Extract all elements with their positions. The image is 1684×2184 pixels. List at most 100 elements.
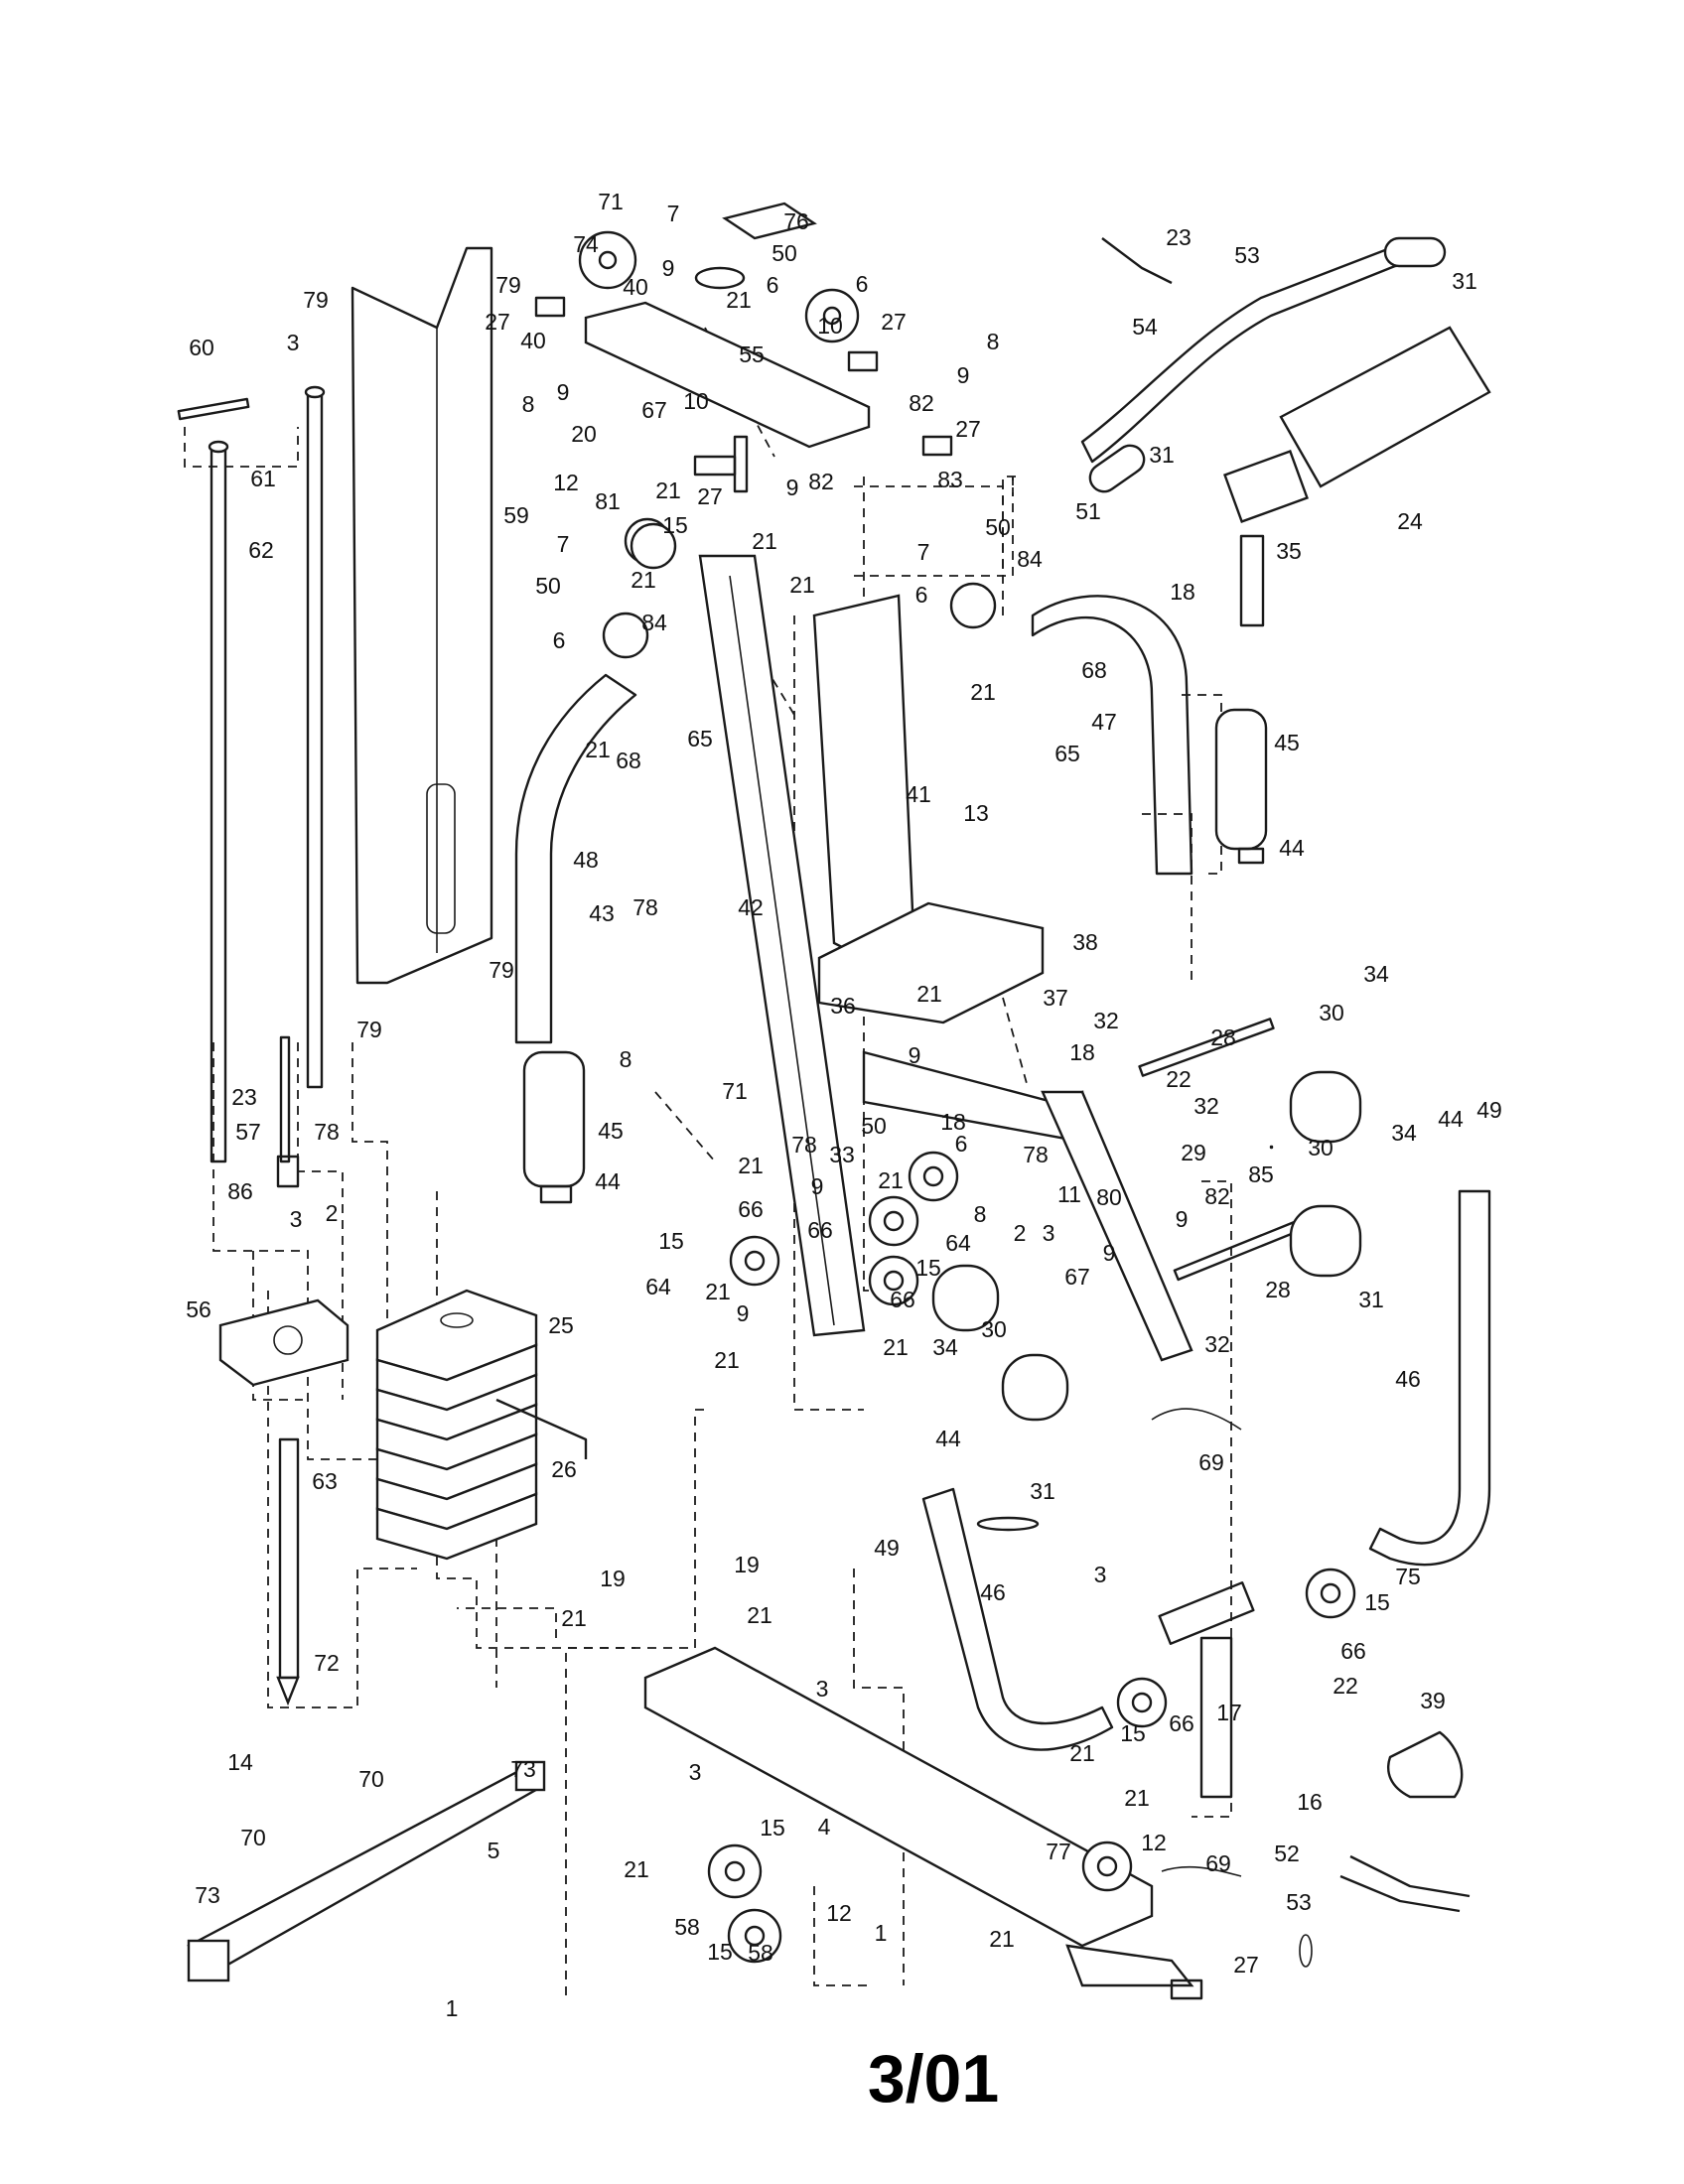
part-callout-83: 83: [937, 467, 963, 492]
part-callout-59: 59: [503, 502, 529, 528]
part-callout-8: 8: [522, 391, 535, 417]
part-callout-38: 38: [1072, 929, 1098, 955]
part-callout-6: 6: [915, 582, 928, 608]
part-callout-18: 18: [1170, 579, 1195, 605]
guide-rods: [177, 385, 326, 1163]
part-callout-12: 12: [826, 1900, 852, 1926]
weight-shroud: [351, 246, 493, 985]
part-callout-21: 21: [1069, 1740, 1095, 1766]
part-callout-82: 82: [808, 469, 834, 494]
part-callout-21: 21: [631, 567, 656, 593]
part-callout-10: 10: [817, 313, 843, 339]
part-callout-32: 32: [1093, 1008, 1119, 1033]
preacher-pad: [1223, 326, 1491, 627]
part-callout-73: 73: [195, 1882, 220, 1908]
left-press-arm: [514, 612, 649, 1204]
part-callout-21: 21: [561, 1605, 587, 1631]
part-callout-21: 21: [747, 1602, 772, 1628]
part-callout-34: 34: [1363, 961, 1389, 987]
part-callout-8: 8: [987, 329, 1000, 354]
part-callout-8: 8: [974, 1201, 987, 1227]
part-callout-15: 15: [658, 1228, 684, 1254]
part-callout-27: 27: [955, 416, 981, 442]
part-callout-44: 44: [595, 1168, 621, 1194]
part-callout-40: 40: [520, 328, 546, 353]
part-callout-21: 21: [916, 981, 942, 1007]
part-callout-55: 55: [739, 341, 765, 367]
part-callout-4: 4: [818, 1814, 831, 1840]
part-callout-53: 53: [1234, 242, 1260, 268]
part-callout-78: 78: [632, 894, 658, 920]
part-callout-49: 49: [874, 1535, 900, 1561]
part-callout-13: 13: [963, 800, 989, 826]
part-callout-46: 46: [980, 1579, 1006, 1605]
part-callout-62: 62: [248, 537, 274, 563]
part-callout-17: 17: [1216, 1700, 1242, 1725]
part-callout-73: 73: [510, 1756, 536, 1782]
part-callout-3: 3: [287, 330, 300, 355]
part-callout-8: 8: [620, 1046, 632, 1072]
part-callout-64: 64: [945, 1230, 971, 1256]
part-callout-65: 65: [1054, 741, 1080, 766]
part-callout-34: 34: [1391, 1120, 1417, 1146]
part-callout-7: 7: [917, 539, 930, 565]
part-callout-65: 65: [687, 726, 713, 751]
part-callout-12: 12: [553, 470, 579, 495]
part-callout-82: 82: [909, 390, 934, 416]
part-callout-22: 22: [1333, 1673, 1358, 1699]
part-callout-37: 37: [1043, 985, 1068, 1011]
part-callout-32: 32: [1204, 1331, 1230, 1357]
part-callout-6: 6: [856, 271, 869, 297]
back-pad: [812, 594, 915, 955]
part-callout-46: 46: [1395, 1366, 1421, 1392]
part-callout-36: 36: [830, 993, 856, 1019]
part-callout-21: 21: [989, 1926, 1015, 1952]
part-callout-69: 69: [1198, 1449, 1224, 1475]
part-callout-69: 69: [1205, 1850, 1231, 1876]
part-callout-30: 30: [1308, 1135, 1333, 1160]
part-callout-9: 9: [1103, 1240, 1116, 1266]
part-callout-31: 31: [1030, 1478, 1055, 1504]
part-callout-50: 50: [772, 240, 797, 266]
part-callout-9: 9: [662, 255, 675, 281]
part-callout-40: 40: [623, 274, 648, 300]
part-callout-84: 84: [641, 610, 667, 635]
part-callout-54: 54: [1132, 314, 1158, 340]
part-callout-44: 44: [1438, 1106, 1464, 1132]
part-callout-78: 78: [314, 1119, 340, 1145]
page-code: 3/01: [867, 2041, 1000, 2116]
part-callout-10: 10: [683, 388, 709, 414]
part-callout-84: 84: [1017, 546, 1043, 572]
part-callout-50: 50: [535, 573, 561, 599]
part-callout-6: 6: [553, 627, 566, 653]
part-callout-21: 21: [624, 1856, 649, 1882]
part-callout-78: 78: [791, 1132, 817, 1158]
part-callout-15: 15: [1364, 1589, 1390, 1615]
part-callout-85: 85: [1248, 1161, 1274, 1187]
part-callout-15: 15: [915, 1255, 941, 1281]
part-callout-21: 21: [789, 572, 815, 598]
part-callout-66: 66: [1340, 1638, 1366, 1664]
part-callout-50: 50: [861, 1113, 887, 1139]
base-frame: [187, 1646, 1203, 2000]
part-callout-6: 6: [767, 272, 779, 298]
part-callout-58: 58: [748, 1940, 773, 1966]
part-callout-1: 1: [446, 1995, 459, 2021]
part-callout-21: 21: [705, 1279, 731, 1304]
part-callout-70: 70: [358, 1766, 384, 1792]
part-callout-45: 45: [598, 1118, 624, 1144]
part-callout-75: 75: [1395, 1564, 1421, 1589]
selector-assembly: [218, 1035, 350, 1706]
part-callout-28: 28: [1265, 1277, 1291, 1302]
part-callout-16: 16: [1297, 1789, 1323, 1815]
part-callout-24: 24: [1397, 508, 1423, 534]
part-callout-15: 15: [662, 512, 688, 538]
part-callout-30: 30: [981, 1316, 1007, 1342]
cables: [1151, 1408, 1242, 1877]
part-callout-21: 21: [585, 737, 611, 762]
part-callout-32: 32: [1193, 1093, 1219, 1119]
part-callout-66: 66: [807, 1217, 833, 1243]
part-callout-48: 48: [573, 847, 599, 873]
part-callout-21: 21: [878, 1167, 904, 1193]
part-callout-28: 28: [1210, 1024, 1236, 1050]
